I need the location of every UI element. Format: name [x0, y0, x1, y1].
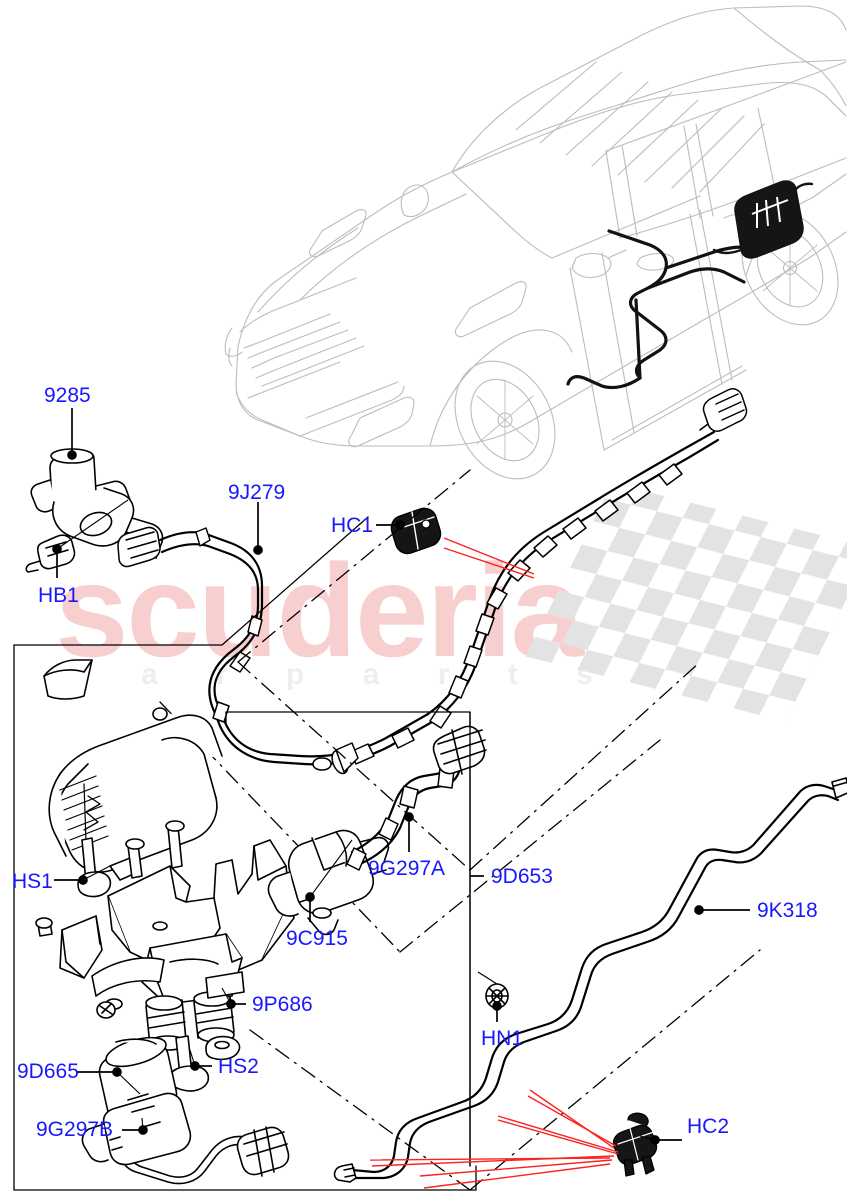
canister-cover [43, 659, 93, 700]
pipe-end-fitting-bottom [333, 1163, 357, 1183]
part-HS2-stud [169, 1035, 210, 1092]
part-9K318-pipe [350, 783, 840, 1180]
callout-label-HS1[interactable]: HS1 [12, 870, 53, 893]
hose-big-sleeve [331, 742, 359, 775]
part-HC1-clip [390, 507, 442, 555]
callout-label-9P686[interactable]: 9P686 [252, 993, 313, 1016]
callout-label-9285[interactable]: 9285 [44, 384, 91, 407]
callout-label-HC2[interactable]: HC2 [687, 1115, 730, 1138]
watermark-subtitle: c a r p a r t s [66, 658, 618, 691]
callout-label-9C915[interactable]: 9C915 [286, 927, 348, 950]
part-9285-purge-valve [30, 448, 164, 559]
hose-connector-left [117, 526, 161, 568]
bracket-bolts [35, 820, 185, 937]
hose-9G297A-sleeves [346, 767, 455, 871]
callout-label-9D653[interactable]: 9D653 [491, 865, 553, 888]
callout-label-9G297A[interactable]: 9G297A [368, 857, 446, 880]
callout-label-9K318[interactable]: 9K318 [757, 899, 818, 922]
watermark-brand: scuderia [55, 537, 584, 684]
callout-label-HN1[interactable]: HN1 [481, 1027, 524, 1050]
hose-connector-top [699, 388, 748, 432]
callout-label-HC1[interactable]: HC1 [331, 514, 374, 537]
callout-label-9D665[interactable]: 9D665 [17, 1060, 79, 1083]
callout-label-9G297B[interactable]: 9G297B [36, 1118, 114, 1141]
hose-connector-9G297A [432, 725, 487, 775]
hose-sleeves [212, 463, 683, 771]
hose-connector-9G297B [236, 1126, 290, 1177]
pipe-end-fitting-top [831, 777, 847, 799]
checkered-flag-icon [525, 483, 847, 722]
red-leaders [369, 537, 619, 1189]
callout-label-HS2[interactable]: HS2 [218, 1055, 259, 1078]
strip-part [91, 957, 165, 1019]
part-9P686-isolators [145, 971, 245, 1061]
callout-label-HB1[interactable]: HB1 [38, 584, 79, 607]
callout-label-9J279[interactable]: 9J279 [228, 481, 286, 504]
